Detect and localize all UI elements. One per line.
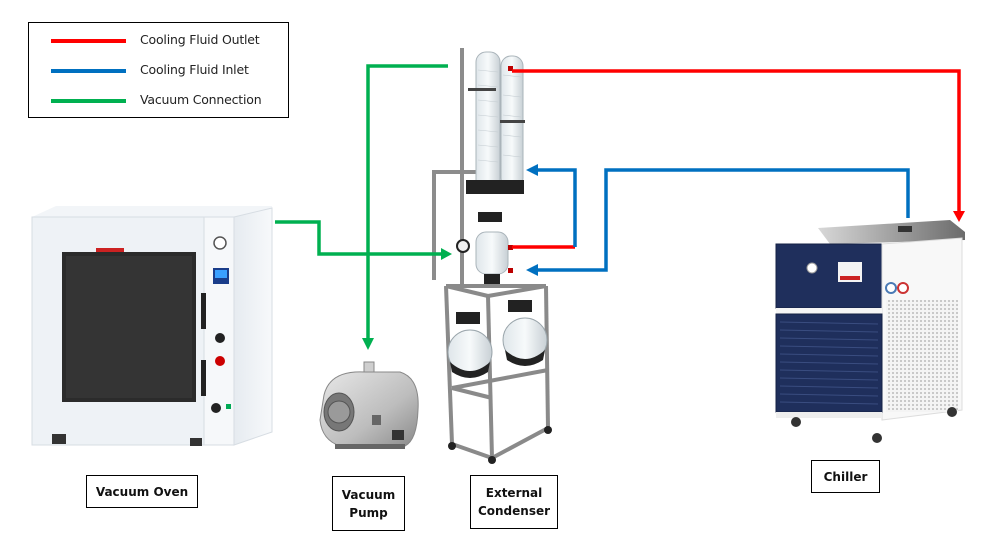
legend-item-vacuum: Vacuum Connection <box>29 90 288 110</box>
chiller-image <box>775 220 965 443</box>
arrow-head-upper-inlet <box>526 164 538 176</box>
arrow-head-pump <box>362 338 374 350</box>
label-external-condenser: External Condenser <box>470 475 558 529</box>
label-external-condenser-line1: External <box>485 486 543 500</box>
legend-swatch-vacuum <box>51 99 126 103</box>
legend-swatch-outlet <box>51 39 126 43</box>
arrow-head-chiller <box>953 211 965 222</box>
vacuum-line-condenser-to-pump <box>366 64 448 340</box>
label-vacuum-oven: Vacuum Oven <box>86 475 198 508</box>
legend-label-inlet: Cooling Fluid Inlet <box>140 62 249 77</box>
label-external-condenser-line2: Condenser <box>477 504 551 518</box>
vacuum-pump-image <box>319 361 419 449</box>
legend-item-inlet: Cooling Fluid Inlet <box>29 60 288 80</box>
arrow-head-lower-inlet <box>526 264 538 276</box>
legend-swatch-inlet <box>51 69 126 73</box>
legend-label-outlet: Cooling Fluid Outlet <box>140 32 260 47</box>
vacuum-oven-image <box>31 206 273 446</box>
legend-label-vacuum: Vacuum Connection <box>140 92 262 107</box>
label-chiller: Chiller <box>811 460 880 493</box>
arrow-head-condenser-vacuum <box>441 248 452 260</box>
outlet-line-condenser-to-chiller <box>512 69 961 212</box>
inlet-line-chiller-to-condenser <box>536 168 910 272</box>
external-condenser-image <box>432 48 552 464</box>
legend: Cooling Fluid Outlet Cooling Fluid Inlet… <box>28 22 289 118</box>
label-vacuum-pump-line1: Vacuum <box>341 487 396 502</box>
vacuum-line-oven-to-condenser <box>275 220 443 256</box>
inlet-line-loop <box>536 168 577 247</box>
label-chiller-text: Chiller <box>823 469 868 484</box>
legend-item-outlet: Cooling Fluid Outlet <box>29 30 288 50</box>
label-vacuum-pump: Vacuum Pump <box>332 476 405 531</box>
label-vacuum-oven-text: Vacuum Oven <box>95 484 189 499</box>
label-vacuum-pump-line2: Pump <box>349 505 388 520</box>
